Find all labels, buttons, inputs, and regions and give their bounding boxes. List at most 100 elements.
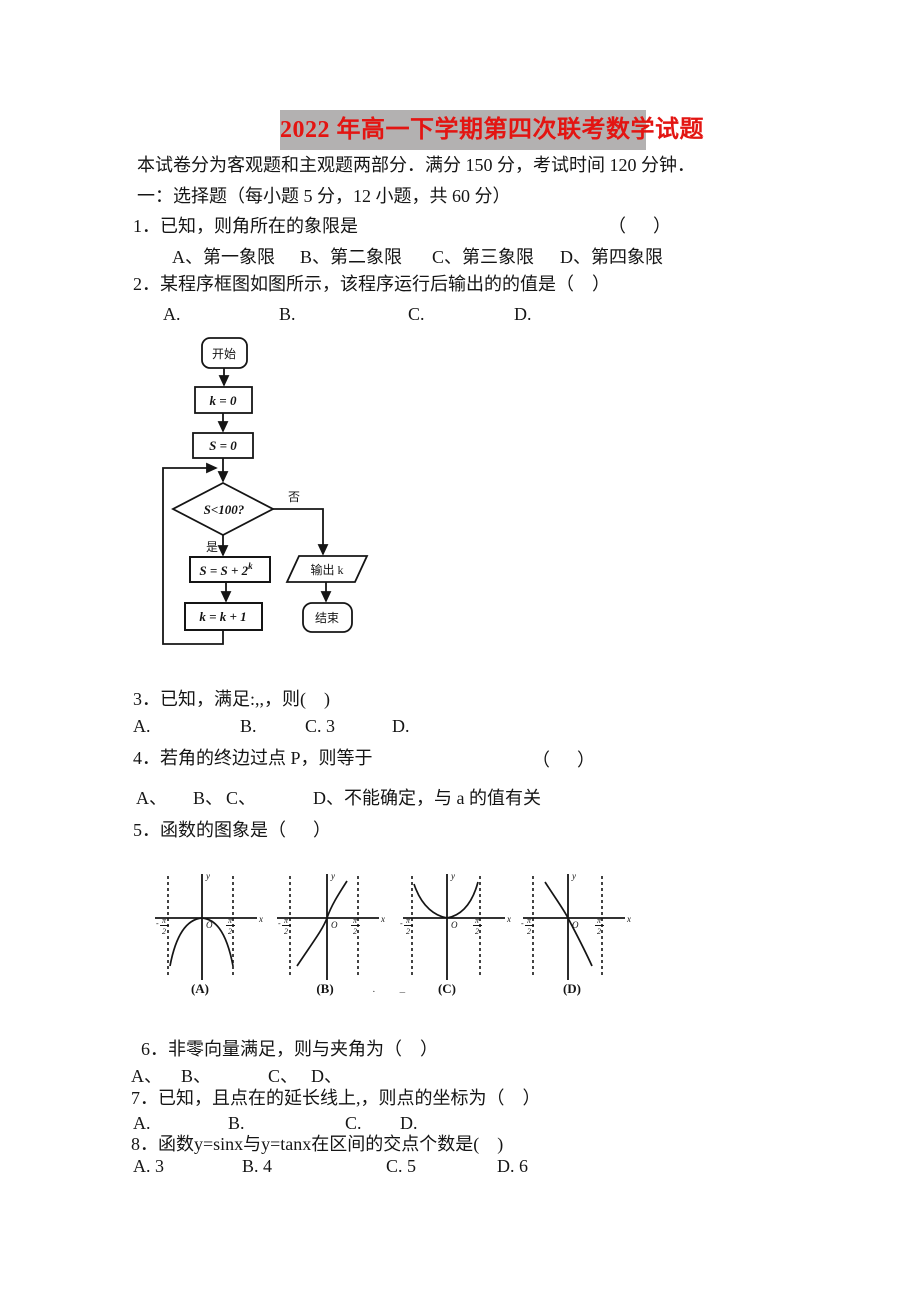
flow-start-label: 开始 bbox=[212, 347, 236, 361]
q3-option-a: A. bbox=[133, 716, 151, 736]
pos-tick-two: 2 bbox=[475, 927, 479, 936]
q8-option-a: A. 3 bbox=[133, 1156, 164, 1176]
q3-option-c: C. 3 bbox=[305, 716, 336, 736]
q7-option-a: A. bbox=[133, 1113, 151, 1133]
q4-option-a: A、 bbox=[136, 788, 167, 808]
q7-option-b: B. bbox=[228, 1113, 245, 1133]
graph-option-a: y x O - π 2 π 2 (A) bbox=[155, 871, 263, 996]
q4-stem: 4．若角的终边过点 P，则等于 bbox=[133, 748, 373, 768]
q4-option-b: B、 bbox=[193, 788, 224, 808]
y-axis-label: y bbox=[450, 871, 455, 881]
program-flowchart: 开始 k = 0 S = 0 S<100? 是 否 S = S + 2k k =… bbox=[162, 337, 369, 645]
flow-output-label: 输出 k bbox=[310, 562, 343, 577]
flow-body-label: S = S + 2k bbox=[199, 561, 253, 578]
pos-tick-pi: π bbox=[228, 916, 233, 925]
flow-body-superscript: k bbox=[248, 561, 253, 571]
flow-init-s-label: S = 0 bbox=[209, 438, 237, 453]
title-highlight: 2022 年高一下学期第四次联考数学试题 bbox=[280, 110, 704, 150]
flow-body-base: S = S + 2 bbox=[199, 563, 248, 578]
x-axis-label: x bbox=[258, 914, 263, 924]
q8-stem: 8．函数y=sinx与y=tanx在区间的交点个数是( ) bbox=[131, 1134, 504, 1154]
origin-label: O bbox=[451, 920, 458, 930]
flow-condition-label: S<100? bbox=[204, 502, 245, 517]
q1-option-a: A、第一象限 bbox=[172, 247, 275, 267]
q4-answer-paren: （ ） bbox=[532, 750, 595, 770]
x-axis-label: x bbox=[626, 914, 631, 924]
q1-option-d: D、第四象限 bbox=[560, 247, 663, 267]
y-axis-label: y bbox=[571, 871, 576, 881]
curve-b bbox=[296, 880, 348, 967]
flow-end-label: 结束 bbox=[315, 611, 339, 625]
panel-label: (B) bbox=[316, 981, 333, 996]
pos-tick-two: 2 bbox=[228, 927, 232, 936]
q6-stem: 6．非零向量满足，则与夹角为（ ） bbox=[141, 1039, 438, 1059]
neg-tick-two: 2 bbox=[527, 927, 531, 936]
pos-tick-pi: π bbox=[353, 916, 358, 925]
flow-body-box bbox=[189, 556, 271, 583]
origin-label: O bbox=[572, 920, 579, 930]
flow-init-k-label: k = 0 bbox=[210, 393, 237, 408]
q8-option-c: C. 5 bbox=[386, 1156, 417, 1176]
q2-option-d: D. bbox=[514, 304, 532, 324]
q7-option-d: D. bbox=[400, 1113, 418, 1133]
neg-tick-two: 2 bbox=[406, 927, 410, 936]
pos-tick-two: 2 bbox=[353, 927, 357, 936]
scan-artifact-marks: ·– bbox=[372, 986, 430, 998]
neg-tick-two: 2 bbox=[284, 927, 288, 936]
panel-label: (A) bbox=[191, 981, 209, 996]
section-heading: 一：选择题（每小题 5 分，12 小题，共 60 分） bbox=[137, 186, 511, 206]
neg-tick-two: 2 bbox=[162, 927, 166, 936]
curve-a bbox=[169, 917, 234, 967]
flow-loop-line bbox=[162, 462, 224, 645]
y-axis-label: y bbox=[330, 871, 335, 881]
curve-d bbox=[544, 881, 593, 967]
q6-option-d: D、 bbox=[311, 1066, 342, 1086]
flow-yes-label: 是 bbox=[206, 540, 218, 554]
neg-tick-pi: π bbox=[527, 916, 532, 925]
q7-option-c: C. bbox=[345, 1113, 362, 1133]
exam-intro: 本试卷分为客观题和主观题两部分．满分 150 分，考试时间 120 分钟． bbox=[137, 155, 695, 175]
graph-option-b: y x O - π 2 π 2 (B) bbox=[277, 871, 385, 996]
q6-option-b: B、 bbox=[181, 1066, 212, 1086]
flow-output-parallelogram bbox=[285, 555, 369, 583]
origin-label: O bbox=[206, 920, 213, 930]
q4-option-d: D、不能确定，与 a 的值有关 bbox=[313, 788, 541, 808]
q8-option-d: D. 6 bbox=[497, 1156, 528, 1176]
flow-no-label: 否 bbox=[288, 490, 300, 504]
q6-option-c: C、 bbox=[268, 1066, 299, 1086]
q3-option-b: B. bbox=[240, 716, 257, 736]
pos-tick-two: 2 bbox=[597, 927, 601, 936]
neg-tick-minus: - bbox=[400, 919, 403, 928]
panel-label: (D) bbox=[563, 981, 581, 996]
page-title: 2022 年高一下学期第四次联考数学试题 bbox=[280, 117, 704, 143]
pos-tick-pi: π bbox=[475, 916, 480, 925]
q2-option-a: A. bbox=[163, 304, 181, 324]
q1-stem: 1．已知，则角所在的象限是 bbox=[133, 216, 358, 236]
flow-no-branch-line bbox=[273, 508, 329, 556]
panel-label: (C) bbox=[438, 981, 456, 996]
q3-stem: 3．已知，满足:,,，则( ) bbox=[133, 689, 330, 709]
q6-option-a: A、 bbox=[131, 1066, 162, 1086]
neg-tick-minus: - bbox=[521, 919, 524, 928]
q4-option-c: C、 bbox=[226, 788, 257, 808]
q8-option-b: B. 4 bbox=[242, 1156, 273, 1176]
origin-label: O bbox=[331, 920, 338, 930]
x-axis-label: x bbox=[380, 914, 385, 924]
neg-tick-pi: π bbox=[406, 916, 411, 925]
pos-tick-pi: π bbox=[597, 916, 602, 925]
x-axis-label: x bbox=[506, 914, 511, 924]
q1-option-c: C、第三象限 bbox=[432, 247, 535, 267]
q7-stem: 7．已知，且点在的延长线上,，则点的坐标为（ ） bbox=[131, 1088, 541, 1108]
q1-option-b: B、第二象限 bbox=[300, 247, 403, 267]
q5-stem: 5．函数的图象是（ ） bbox=[133, 820, 331, 840]
curve-c bbox=[413, 881, 479, 919]
graph-option-c: y x O - π 2 π 2 (C) bbox=[400, 871, 511, 996]
flow-increment-label: k = k + 1 bbox=[199, 609, 246, 624]
q1-answer-paren: （ ） bbox=[608, 216, 671, 236]
neg-tick-pi: π bbox=[284, 916, 289, 925]
graph-option-d: y x O - π 2 π 2 (D) bbox=[521, 871, 631, 996]
neg-tick-pi: π bbox=[162, 916, 167, 925]
flow-end-box bbox=[302, 602, 353, 633]
y-axis-label: y bbox=[205, 871, 210, 881]
